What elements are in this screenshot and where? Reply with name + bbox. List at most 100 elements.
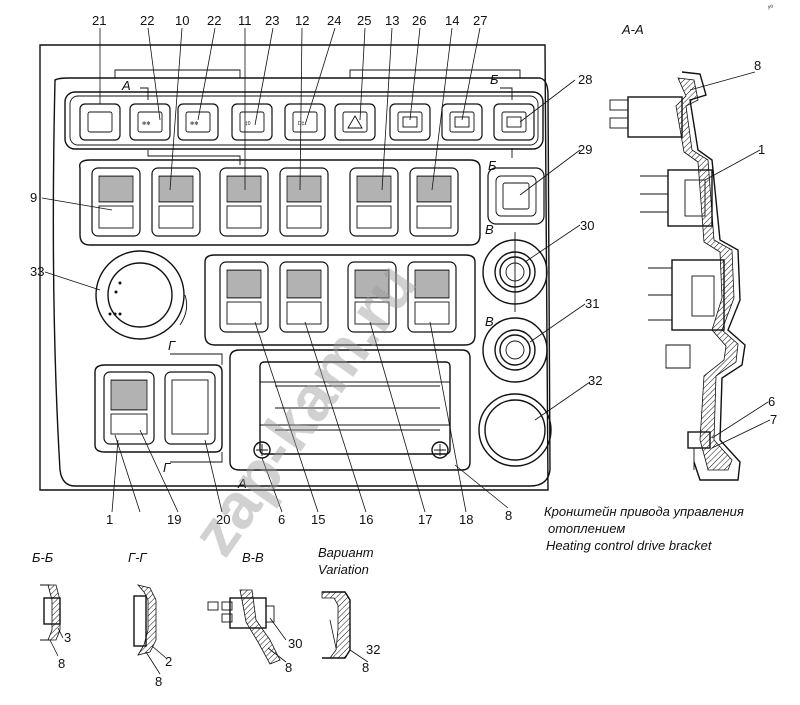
callout-15: 15 [311,512,325,527]
callout-16: 16 [359,512,373,527]
gg-callout-8: 8 [155,674,162,689]
callout-29: 29 [578,142,592,157]
mark-v-bottom: В [485,314,494,329]
bb-callout-8: 8 [58,656,65,671]
gg-callout-2: 2 [165,654,172,669]
rocker-12 [279,167,329,237]
callout-22b: 22 [207,13,221,28]
callout-6: 6 [278,512,285,527]
caption-ru-line2: отоплением [548,521,625,536]
panel-bezel [52,77,551,487]
bottom-left-frame [94,364,223,453]
callout-25: 25 [357,13,371,28]
caption-en: Heating control drive bracket [546,538,713,553]
mark-g-top: Г [168,338,176,353]
mark-a-top: А [121,78,131,93]
aa-title: А-А [621,22,644,37]
vv-callout-30: 30 [288,636,302,651]
variation-callout-8: 8 [362,660,369,675]
rocker-14 [409,167,459,237]
variation-view [321,591,369,663]
callout-22: 22 [140,13,154,28]
callout-28: 28 [578,72,592,87]
variation-title-en: Variation [318,562,369,577]
callout-1: 1 [106,512,113,527]
mark-g-bottom: Г [163,460,171,475]
svg-text:‡0: ‡0 [245,121,251,127]
callout-27: 27 [473,13,487,28]
svg-text:✻✻: ✻✻ [190,121,198,127]
svg-text:✻✻: ✻✻ [142,121,150,127]
callout-12: 12 [295,13,309,28]
variation-title-ru: Вариант [318,545,374,560]
heating-bracket-window [229,349,471,471]
key-26 [389,103,431,141]
callout-21: 21 [92,13,106,28]
aa-callout-8: 8 [754,58,761,73]
callout-26: 26 [412,13,426,28]
key-23: ‡0 [231,103,273,141]
heater-knob-33 [95,250,188,340]
leader-lines [41,27,591,513]
button-29 [487,167,545,225]
section-gg-view [133,584,167,675]
key-27 [441,103,483,141]
bb-title: Б-Б [32,550,54,565]
rocker-9 [91,167,141,237]
key-25-hazard [334,103,376,141]
aa-callout-6: 6 [768,394,775,409]
caption-ru-line1: Кронштейн привода управления [544,504,744,519]
key-22b: ✻✻ [177,103,219,141]
panel-outer-outline [39,44,549,491]
callout-11: 11 [238,13,252,28]
callout-18: 18 [459,512,473,527]
key-24: D‡ [284,103,326,141]
rocker-19 [103,371,155,445]
variation-callout-32: 32 [366,642,380,657]
bb-callout-3: 3 [64,630,71,645]
section-vv-view [207,589,287,665]
top-key-row-frame [64,91,544,150]
mark-b-mid: Б [488,158,497,173]
callout-14: 14 [445,13,459,28]
rocker-16 [279,261,329,333]
rocker-17 [347,261,397,333]
lower-rocker-frame [204,254,476,346]
callout-33: 33 [30,264,44,279]
svg-text:D‡: D‡ [298,121,305,127]
blank-20 [164,371,216,445]
callout-31: 31 [585,296,599,311]
connector-31 [482,317,548,383]
connector-30 [482,232,548,312]
callout-17: 17 [418,512,432,527]
key-21 [79,103,121,141]
section-aa-view [609,71,771,481]
key-22a: ✻✻ [129,103,171,141]
callout-19: 19 [167,512,181,527]
gg-title: Г-Г [128,550,147,565]
plug-32 [478,393,552,467]
mark-v-top: В [485,222,494,237]
rocker-13 [349,167,399,237]
rocker-10 [151,167,201,237]
callout-20: 20 [216,512,230,527]
callout-10: 10 [175,13,189,28]
callout-9: 9 [30,190,37,205]
rocker-11 [219,167,269,237]
aa-callout-7: 7 [770,412,777,427]
callout-23: 23 [265,13,279,28]
vv-callout-8: 8 [285,660,292,675]
callout-30: 30 [580,218,594,233]
corner-mark: ʸ⁰ [767,4,773,12]
rocker-15 [219,261,269,333]
callout-13: 13 [385,13,399,28]
section-bb-view [40,584,64,657]
mark-a-bottom: А [237,476,247,491]
watermark: zap-kam.ru [177,250,430,568]
aa-callout-1: 1 [758,142,765,157]
rocker-row-frame [79,159,481,246]
callout-8: 8 [505,508,512,523]
